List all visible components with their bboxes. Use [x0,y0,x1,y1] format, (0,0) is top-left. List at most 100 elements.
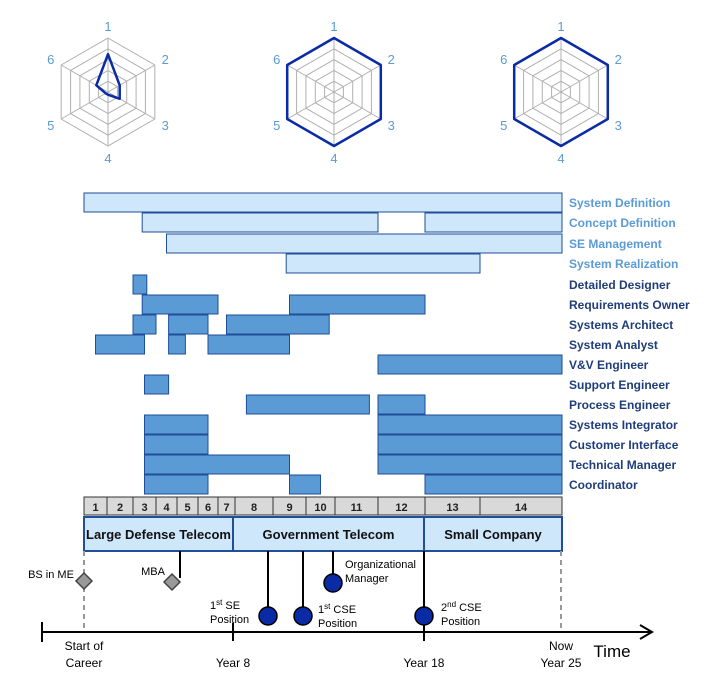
period-cell [479,496,563,516]
radar-profile [285,36,383,148]
role-label: Technical Manager [569,458,676,472]
mba-diamond [162,572,182,592]
skill-bars [83,192,563,274]
role-bar [226,314,330,335]
radar-spoke [286,91,335,120]
radar-axis-label: 5 [273,118,280,133]
radar-spoke [333,91,382,120]
period-label: 5 [184,502,190,514]
radar-axis-label: 5 [500,118,507,133]
role-bar [144,454,290,475]
second-cse-marker [414,606,434,626]
role-bar [377,394,426,415]
period-label: 12 [395,502,407,514]
role-bar [168,314,209,335]
tick-label: Year 8 [216,656,251,670]
company-block [423,516,563,552]
org-manager-label: Organizational [345,559,416,571]
first-se-label: 1st SE [210,598,240,613]
radar-spoke [560,91,609,120]
role-label: Customer Interface [569,438,679,452]
skill-label: System Realization [569,257,678,271]
role-bar [377,414,563,435]
tick-label: Year 18 [404,656,445,670]
radar-axis-label: 1 [557,19,564,34]
radar-axis-label: 4 [104,151,111,166]
role-bar [132,274,148,295]
radar-axis-label: 5 [47,118,54,133]
skill-label: SE Management [569,237,662,251]
milestone-label: MBA [141,566,166,578]
radar-axis-label: 2 [388,52,395,67]
radar-axis-label: 6 [500,52,507,67]
skill-bar [83,192,563,213]
role-bar [144,434,209,455]
company-label: Government Telecom [263,527,395,542]
skill-bar [424,212,563,233]
period-label: 3 [141,502,147,514]
radar-spoke [513,91,562,120]
radar-spoke [60,91,109,120]
period-label: 2 [117,502,123,514]
radar-axis-label: 4 [330,151,337,166]
role-bar [168,334,186,355]
first-cse-marker [293,606,313,626]
role-bar [377,454,563,475]
period-label: 1 [92,502,98,514]
milestone-label: BS in ME [28,569,74,581]
second-cse-label-line2: Position [441,616,480,628]
time-axis-arrowhead [639,624,654,640]
radar-profile [95,52,121,101]
role-bar [377,434,563,455]
skill-label: System Definition [569,196,670,210]
org-manager-marker [323,573,343,593]
role-bar [141,294,219,315]
period-label: 10 [314,502,326,514]
role-bar [144,474,209,495]
role-bar [144,374,170,395]
role-label: Systems Architect [569,318,673,332]
radar-axis-label: 1 [104,19,111,34]
company-label: Large Defense Telecom [86,527,231,542]
radar-spoke [333,64,382,93]
role-bar [289,294,426,315]
radar-spoke [286,64,335,93]
tick-label: Now [549,639,573,653]
radar-axis-label: 4 [557,151,564,166]
first-se-marker [258,606,278,626]
radar-axis-label: 1 [330,19,337,34]
period-label: 8 [251,502,257,514]
role-bar [144,414,209,435]
role-bar [245,394,370,415]
role-bar [377,354,563,375]
role-label: Detailed Designer [569,278,671,292]
role-label: Coordinator [569,478,638,492]
bs-diamond [74,571,94,591]
radar-axis-label: 2 [615,52,622,67]
role-label: Systems Integrator [569,418,678,432]
period-label: 11 [351,502,363,514]
role-bar [207,334,290,355]
first-cse-label: 1st CSE [318,602,356,617]
org-manager-label-line2: Manager [345,573,389,585]
skill-bar [285,253,481,274]
radar-chart-3: 1 2 3 4 5 6 [500,19,622,166]
role-bars [95,274,563,495]
company-label: Small Company [444,527,542,542]
tick-label-line2: Year 25 [541,656,582,670]
company-strip: Large Defense Telecom Government Telecom S… [83,516,563,552]
second-cse-label: 2nd CSE [441,600,482,615]
role-label: Requirements Owner [569,298,690,312]
role-bar [95,334,145,355]
radar-axis-label: 3 [388,118,395,133]
radar-spoke [107,64,156,93]
radar-axis-label: 2 [162,52,169,67]
radar-axis-label: 3 [615,118,622,133]
